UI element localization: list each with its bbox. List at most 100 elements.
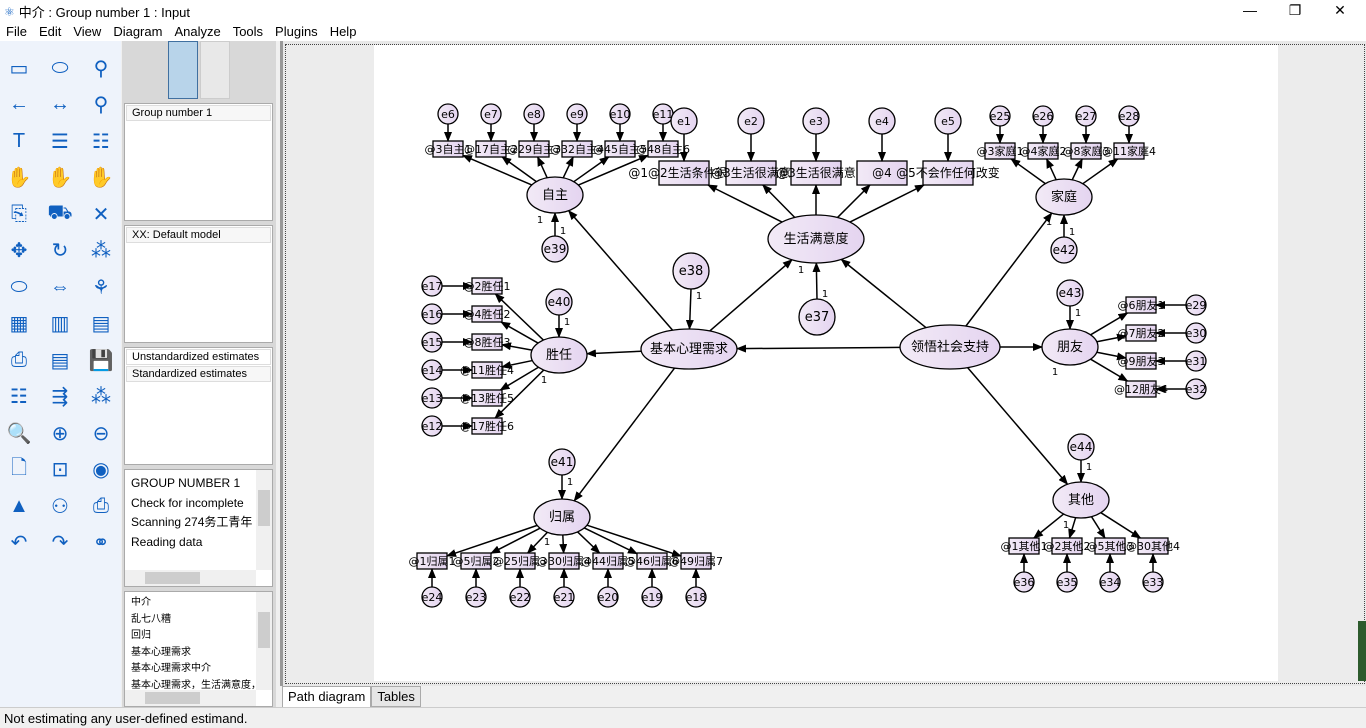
move-icon[interactable]: ⛟ (47, 201, 73, 224)
menu-file[interactable]: File (6, 24, 27, 39)
file-item[interactable]: 基本心理需求，生活满意度， (131, 679, 261, 691)
path-arrow[interactable] (578, 154, 649, 186)
error-term[interactable] (465, 586, 487, 608)
menu-analyze[interactable]: Analyze (174, 24, 221, 39)
tab-path-diagram[interactable]: Path diagram (282, 686, 372, 707)
menu-plugins[interactable]: Plugins (275, 24, 318, 39)
path-arrow[interactable] (709, 259, 793, 332)
error-term[interactable] (597, 586, 619, 608)
copy-icon[interactable]: ▤ (50, 349, 70, 372)
path-arrow[interactable] (573, 367, 676, 502)
path-arrow[interactable] (562, 156, 574, 179)
magnify-icon[interactable]: ◉ (92, 459, 110, 481)
file-item[interactable]: 基本心理需求 (131, 646, 191, 658)
file-item[interactable]: 基本心理需求中介 (131, 663, 211, 674)
error-term[interactable] (421, 415, 443, 437)
path-arrow[interactable] (707, 184, 783, 223)
error-term[interactable] (421, 586, 443, 608)
path-arrow[interactable] (1090, 516, 1106, 539)
path-arrow[interactable] (840, 258, 927, 329)
path-arrow[interactable] (494, 369, 545, 419)
latent-indicator-icon[interactable]: ⚲ (93, 57, 109, 80)
error-term[interactable] (553, 586, 575, 608)
path-arrow[interactable] (559, 534, 568, 554)
unstandardized-item[interactable]: Unstandardized estimates (126, 349, 271, 365)
error-term-e41[interactable] (548, 448, 576, 476)
path-arrow[interactable] (735, 344, 901, 353)
menu-edit[interactable]: Edit (38, 24, 62, 39)
title-icon[interactable]: T (12, 129, 26, 152)
group-item[interactable]: Group number 1 (126, 105, 271, 121)
error-term[interactable] (868, 107, 896, 135)
error-term[interactable] (1185, 322, 1207, 344)
file-item[interactable]: 回归 (131, 630, 151, 641)
model-item[interactable]: XX: Default model (126, 227, 271, 243)
fit-page-icon[interactable]: ⊡ (51, 459, 69, 481)
error-term[interactable] (685, 586, 707, 608)
vertical-scrollbar[interactable] (256, 470, 272, 570)
path-arrow[interactable] (583, 527, 638, 555)
scroll-icon[interactable]: ⇔ (50, 275, 70, 298)
error-term[interactable] (421, 303, 443, 325)
path-arrow[interactable] (1096, 351, 1127, 361)
error-term[interactable] (421, 387, 443, 409)
observed-variable[interactable] (922, 160, 974, 186)
vertical-scrollbar[interactable] (256, 592, 272, 690)
menu-diagram[interactable]: Diagram (113, 24, 163, 39)
view-page-icon[interactable]: 🗋 (10, 456, 28, 479)
path-arrow[interactable] (1090, 358, 1129, 382)
error-term-e42[interactable] (1050, 236, 1078, 264)
error-term[interactable] (737, 107, 765, 135)
zoom-slider[interactable] (1358, 621, 1366, 681)
list-dataset-icon[interactable]: ☷ (92, 130, 110, 153)
error-term[interactable] (641, 586, 663, 608)
latent-variable-zizhu[interactable] (526, 176, 584, 214)
latent-variable-jiben[interactable] (640, 328, 738, 370)
error-term-e44[interactable] (1067, 433, 1095, 461)
path-arrow[interactable] (1068, 517, 1077, 539)
error-term[interactable] (934, 107, 962, 135)
error-term[interactable] (421, 331, 443, 353)
path-arrow[interactable] (812, 261, 821, 300)
latent-variable-shenghuo[interactable] (767, 214, 865, 264)
list-variables-icon[interactable]: ☰ (51, 130, 69, 153)
preserve-symmetry-icon[interactable]: ⁂ (91, 386, 111, 408)
model-input-button[interactable] (168, 41, 198, 99)
rotate-icon[interactable]: ↻ (51, 240, 69, 262)
error-term-e39[interactable] (541, 235, 569, 263)
error-term-e40[interactable] (545, 288, 573, 316)
path-arrow[interactable] (501, 359, 533, 369)
erase-icon[interactable]: ✕ (92, 203, 110, 226)
redo-icon[interactable]: ↷ (51, 532, 69, 554)
zoom-out-icon[interactable]: ⊖ (92, 422, 110, 445)
data-files-icon[interactable]: ▦ (9, 313, 29, 335)
error-term[interactable] (509, 586, 531, 608)
minimize-button[interactable]: — (1243, 2, 1257, 18)
rectangle-icon[interactable]: ▭ (9, 57, 29, 80)
path-arrow[interactable] (573, 156, 610, 183)
error-term-e37[interactable] (798, 298, 836, 336)
latent-variable-pengyou[interactable] (1041, 328, 1099, 366)
drag-properties-icon[interactable]: ⇶ (51, 386, 69, 408)
error-term[interactable] (1142, 571, 1164, 593)
path-arrow[interactable] (577, 531, 601, 554)
menu-help[interactable]: Help (329, 24, 357, 39)
bayesian-icon[interactable]: ▲ (9, 494, 29, 517)
path-arrow[interactable] (586, 524, 682, 558)
restore-button[interactable]: ❐ (1288, 2, 1302, 18)
error-term[interactable] (437, 103, 459, 125)
horizontal-scrollbar[interactable] (125, 690, 256, 706)
path-arrow[interactable] (568, 209, 674, 331)
path-arrow[interactable] (1082, 158, 1119, 185)
path-arrow[interactable] (1090, 312, 1129, 336)
observed-variable[interactable] (856, 160, 908, 186)
standardized-item[interactable]: Standardized estimates (126, 366, 271, 382)
deselect-icon[interactable]: ✋ (88, 167, 114, 189)
error-term[interactable] (1185, 350, 1207, 372)
calculate-icon[interactable]: ▤ (91, 313, 111, 335)
select-all-icon[interactable]: ✋ (47, 167, 73, 189)
horizontal-scrollbar[interactable] (125, 570, 256, 586)
path-arrow[interactable] (585, 349, 642, 358)
ellipse-icon[interactable]: ⬭ (51, 56, 69, 79)
zoom-area-icon[interactable]: 🔍 (6, 422, 32, 445)
